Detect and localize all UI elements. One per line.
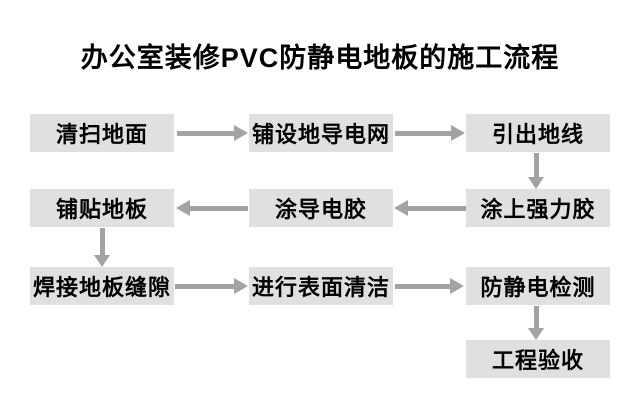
arrow-head-right-icon xyxy=(234,278,248,294)
arrow-weldseams-to-cleaning xyxy=(175,278,248,294)
arrow-head-right-icon xyxy=(234,125,248,141)
arrow-head-down-icon xyxy=(528,328,544,340)
arrow-line xyxy=(534,306,539,329)
node-lay-conductive-mesh: 铺设地导电网 xyxy=(249,114,393,152)
node-surface-cleaning: 进行表面清洁 xyxy=(249,267,393,305)
arrow-sweep-to-mesh xyxy=(177,125,248,141)
arrow-line xyxy=(395,284,452,289)
arrow-antistatictest-to-acceptance xyxy=(528,306,544,340)
arrow-line xyxy=(395,131,453,136)
arrow-line xyxy=(177,131,236,136)
node-antistatic-test: 防静电检测 xyxy=(466,267,610,305)
arrow-head-left-icon xyxy=(394,200,408,216)
arrow-head-right-icon xyxy=(451,125,465,141)
arrow-line xyxy=(406,206,466,211)
arrow-mesh-to-groundwire xyxy=(395,125,465,141)
arrow-head-right-icon xyxy=(450,278,464,294)
arrow-head-left-icon xyxy=(176,200,190,216)
node-lay-floor-tiles: 铺贴地板 xyxy=(30,189,174,227)
arrow-line xyxy=(100,228,105,256)
arrow-conductiveglue-to-layfloor xyxy=(176,200,248,216)
page-title: 办公室装修PVC防静电地板的施工流程 xyxy=(80,43,560,73)
arrow-line xyxy=(175,284,236,289)
node-apply-conductive-adhesive: 涂导电胶 xyxy=(249,189,393,227)
node-project-acceptance: 工程验收 xyxy=(466,340,610,378)
arrow-layfloor-to-weldseams xyxy=(94,228,110,267)
node-apply-strong-adhesive: 涂上强力胶 xyxy=(466,189,610,227)
arrow-line xyxy=(188,206,248,211)
arrow-strongglue-to-conductiveglue xyxy=(394,200,466,216)
node-weld-floor-seams: 焊接地板缝隙 xyxy=(30,267,174,305)
arrow-head-down-icon xyxy=(94,255,110,267)
arrow-line xyxy=(534,153,539,178)
node-lead-out-ground-wire: 引出地线 xyxy=(466,114,610,152)
arrow-cleaning-to-antistatictest xyxy=(395,278,464,294)
arrow-head-down-icon xyxy=(528,177,544,189)
arrow-groundwire-to-strongglue xyxy=(528,153,544,189)
node-sweep-ground: 清扫地面 xyxy=(30,114,174,152)
